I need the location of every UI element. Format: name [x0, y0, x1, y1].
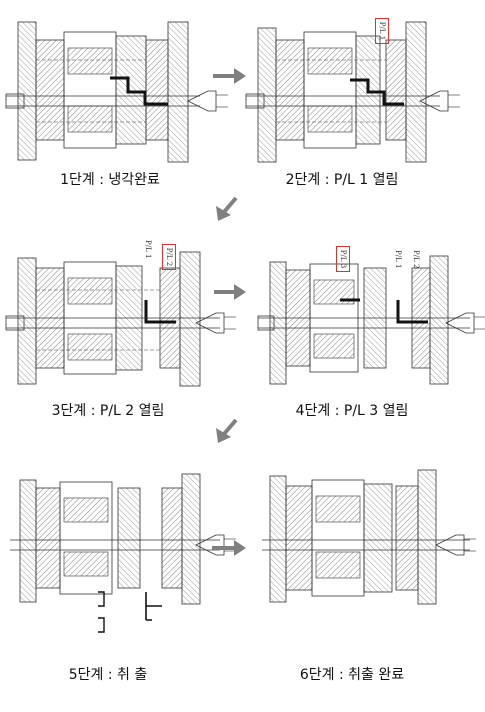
step1-mold-drawing: [5, 21, 229, 163]
step2-parting-line-box: P/L 1: [375, 18, 389, 44]
step3-mold-drawing: [5, 251, 237, 387]
arrow-right-icon: [213, 68, 246, 84]
step3-parting-line-box: P/L 2: [162, 244, 176, 270]
step1-caption: 1단계 : 냉각완료: [60, 172, 160, 188]
step5-mold-drawing: [10, 473, 237, 633]
step4-mold-drawing: [257, 255, 485, 385]
arrow-right-icon: [212, 540, 246, 556]
step6-caption: 6단계 : 취출 완료: [299, 667, 405, 683]
step4-parting-line-box: P/L 3: [336, 246, 350, 272]
step2-caption: 2단계 : P/L 1 열림: [285, 172, 399, 188]
step4-parting-line-label-1: P/L 1: [394, 250, 402, 269]
step2-mold-drawing: [245, 21, 461, 163]
arrow-right-icon: [214, 284, 246, 300]
step3-parting-line-label-2: P/L 2: [165, 247, 173, 267]
arrow-down-left-icon: [216, 418, 238, 443]
step3-parting-line-label-1: P/L 1: [144, 240, 152, 259]
step5-caption: 5단계 : 취 출: [68, 667, 148, 683]
step3-caption: 3단계 : P/L 2 열림: [51, 403, 165, 419]
step6-mold-drawing: [262, 469, 477, 605]
arrow-down-left-icon: [216, 196, 238, 221]
step4-parting-line-label-3: P/L 3: [339, 249, 347, 269]
step4-caption: 4단계 : P/L 3 열림: [295, 403, 409, 419]
step4-parting-line-label-2: P/L 2: [412, 250, 420, 269]
step2-parting-line-label: P/L 1: [378, 21, 386, 41]
